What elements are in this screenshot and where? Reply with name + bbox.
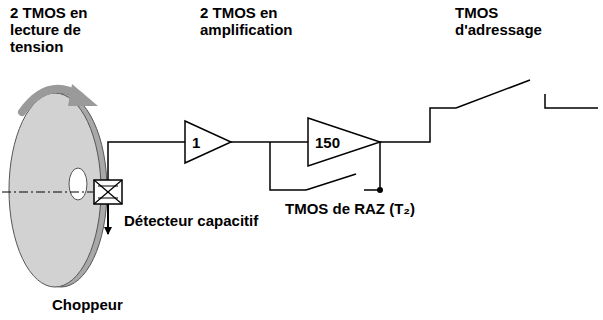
gain-value: 1 xyxy=(192,134,200,151)
amplifier-triangle: 150 xyxy=(308,118,380,166)
signal-wire xyxy=(231,141,308,143)
reset-wire xyxy=(270,142,306,190)
part-label: Choppeur xyxy=(52,296,152,313)
triangle-outline xyxy=(185,121,231,163)
detector-label: Détecteur capacitif xyxy=(124,212,282,229)
detector-symbol xyxy=(94,180,122,204)
stage-label: 2 TMOS en amplification xyxy=(200,4,318,38)
input-wire xyxy=(108,142,190,180)
rotation-arrowhead xyxy=(68,84,98,106)
reset-switch-blade xyxy=(306,174,356,190)
amplifier-triangle: 1 xyxy=(185,121,231,163)
triangle-shape xyxy=(185,121,231,163)
chopper-hole xyxy=(69,168,87,200)
address-switch-blade xyxy=(456,80,530,108)
triangle-shape xyxy=(308,118,380,166)
switch-label: TMOS de RAZ (T₂) xyxy=(285,200,455,217)
output-wire xyxy=(545,94,598,108)
detector-plate xyxy=(98,186,118,187)
stage-label: 2 TMOS en lecture de tension xyxy=(10,4,110,55)
optical-axis xyxy=(2,192,93,193)
chopper-disk xyxy=(9,93,101,287)
gain-value: 150 xyxy=(315,134,340,151)
detector-plate xyxy=(98,198,118,199)
detector-output-arrow xyxy=(107,204,109,234)
detector-cross xyxy=(94,180,122,204)
stage-label: TMOS d'adressage xyxy=(455,4,550,38)
detector-cross xyxy=(94,180,122,204)
junction-dot xyxy=(377,187,383,193)
reset-wire xyxy=(364,142,380,190)
